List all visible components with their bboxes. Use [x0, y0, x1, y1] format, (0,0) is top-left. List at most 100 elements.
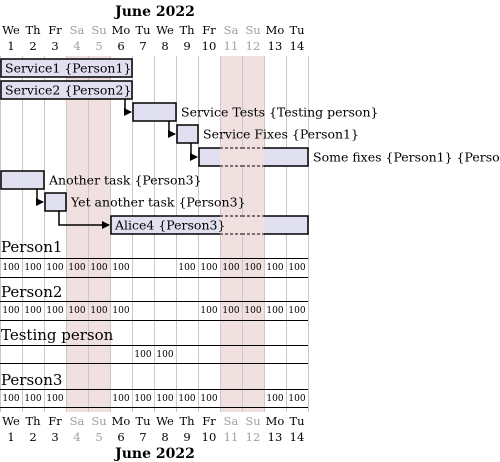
- weekend-gap: [220, 147, 242, 167]
- task-bar: [132, 102, 177, 122]
- resource-load: 100: [112, 394, 129, 404]
- resource-load: 100: [288, 394, 305, 404]
- header-bottom-day-name: Tu: [289, 414, 304, 428]
- task-bar: [176, 124, 199, 144]
- header-bottom-day-name: Su: [245, 414, 260, 428]
- resource-load: 100: [244, 306, 261, 316]
- dependency-arrow: [36, 189, 44, 206]
- resource-load: 100: [244, 263, 261, 273]
- header-top-day-number: 9: [183, 39, 190, 53]
- resource-load: 100: [200, 263, 217, 273]
- dependency-arrow: [190, 143, 198, 161]
- task-label: Service Tests {Testing person}: [181, 105, 378, 120]
- task-label: Another task {Person3}: [48, 173, 202, 188]
- header-bottom-day-name: We: [2, 414, 20, 428]
- header-bottom-day-number: 10: [202, 430, 217, 444]
- task-bar: [0, 80, 133, 100]
- header-bottom-day-name: Sa: [70, 414, 85, 428]
- resource-load: 100: [266, 306, 283, 316]
- month-title-bottom: June 2022: [113, 446, 195, 462]
- resource-load: 100: [46, 394, 63, 404]
- header-top-day-name: Th: [25, 23, 41, 37]
- task-item: Some fixes {Person1} {Person2}: [198, 147, 500, 167]
- resource-load: 100: [156, 394, 173, 404]
- resource-load: 100: [266, 263, 283, 273]
- resource-load: 100: [200, 306, 217, 316]
- header-bottom-day-number: 5: [95, 430, 102, 444]
- header-bottom-day-name: Mo: [112, 414, 131, 428]
- header-bottom-day-name: Mo: [266, 414, 285, 428]
- header-top-day-number: 4: [73, 39, 80, 53]
- header-top-day-number: 13: [268, 39, 283, 53]
- header-bottom-day-number: 13: [268, 430, 283, 444]
- month-title-top: June 2022: [113, 4, 195, 20]
- resource-load: 100: [2, 263, 19, 273]
- dependency-arrow: [58, 211, 110, 229]
- header-top-day-name: Sa: [70, 23, 85, 37]
- header-bottom-day-number: 1: [7, 430, 14, 444]
- task-label: Some fixes {Person1} {Person2}: [313, 150, 500, 165]
- resource-load: 100: [68, 306, 85, 316]
- resource-load: 100: [134, 394, 151, 404]
- dependency-arrows: [36, 99, 198, 229]
- task-bar: [0, 170, 45, 190]
- weekend-gap: [242, 215, 264, 235]
- resource-load: 100: [46, 263, 63, 273]
- header-top-day-name: We: [2, 23, 20, 37]
- resource-load: 100: [2, 306, 19, 316]
- task-bars: Service1 {Person1}Service2 {Person2}Serv…: [0, 58, 500, 235]
- header-top-day-name: Th: [179, 23, 195, 37]
- dependency-arrow: [124, 99, 132, 116]
- header-top-day-name: Fr: [202, 23, 216, 37]
- weekend-band: [88, 56, 110, 412]
- header-bottom-day-number: 3: [51, 430, 58, 444]
- resource-load: 100: [112, 306, 129, 316]
- header-top-day-name: Su: [245, 23, 260, 37]
- weekend-band: [66, 56, 88, 412]
- task-item: Another task {Person3}: [0, 170, 202, 190]
- resource-name: Person3: [1, 371, 62, 389]
- resource-load: 100: [288, 306, 305, 316]
- header-top-day-name: Mo: [266, 23, 285, 37]
- header-top-day-number: 3: [51, 39, 58, 53]
- dependency-arrow: [168, 121, 176, 138]
- header-top: June 2022 We1Th2Fr3Sa4Su5Mo6Tu7We8Th9Fr1…: [2, 4, 304, 53]
- resource-load: 100: [90, 263, 107, 273]
- weekend-gap: [220, 215, 242, 235]
- header-top-day-number: 7: [139, 39, 146, 53]
- header-bottom-day-number: 6: [117, 430, 124, 444]
- header-top-day-name: We: [156, 23, 174, 37]
- header-top-day-name: Fr: [48, 23, 62, 37]
- header-bottom-day-number: 9: [183, 430, 190, 444]
- task-label: Service2 {Person2}: [5, 83, 131, 98]
- header-top-day-number: 12: [246, 39, 261, 53]
- header-top-day-number: 10: [202, 39, 217, 53]
- resource-load: 100: [200, 394, 217, 404]
- header-bottom: June 2022 We1Th2Fr3Sa4Su5Mo6Tu7We8Th9Fr1…: [2, 414, 304, 462]
- task-item: Service2 {Person2}: [0, 80, 133, 100]
- resource-load: 100: [222, 263, 239, 273]
- header-top-day-name: Tu: [135, 23, 150, 37]
- task-item: Service Fixes {Person1}: [176, 124, 359, 144]
- resource-separators: [0, 258, 308, 408]
- task-label: Yet another task {Person3}: [70, 195, 246, 210]
- resource-load: 100: [266, 394, 283, 404]
- resource-load: 100: [178, 394, 195, 404]
- task-label: Service Fixes {Person1}: [203, 127, 359, 142]
- resource-load: 100: [90, 306, 107, 316]
- resource-load: 100: [24, 263, 41, 273]
- header-bottom-day-name: Fr: [202, 414, 216, 428]
- header-top-day-name: Tu: [289, 23, 304, 37]
- header-bottom-day-name: Su: [91, 414, 106, 428]
- header-bottom-day-number: 4: [73, 430, 80, 444]
- resource-name: Person1: [1, 238, 62, 256]
- header-bottom-day-name: Tu: [135, 414, 150, 428]
- resource-load: 100: [46, 306, 63, 316]
- header-bottom-day-number: 12: [246, 430, 261, 444]
- header-bottom-day-number: 2: [29, 430, 36, 444]
- resource-load: 100: [156, 350, 173, 360]
- header-top-day-name: Mo: [112, 23, 131, 37]
